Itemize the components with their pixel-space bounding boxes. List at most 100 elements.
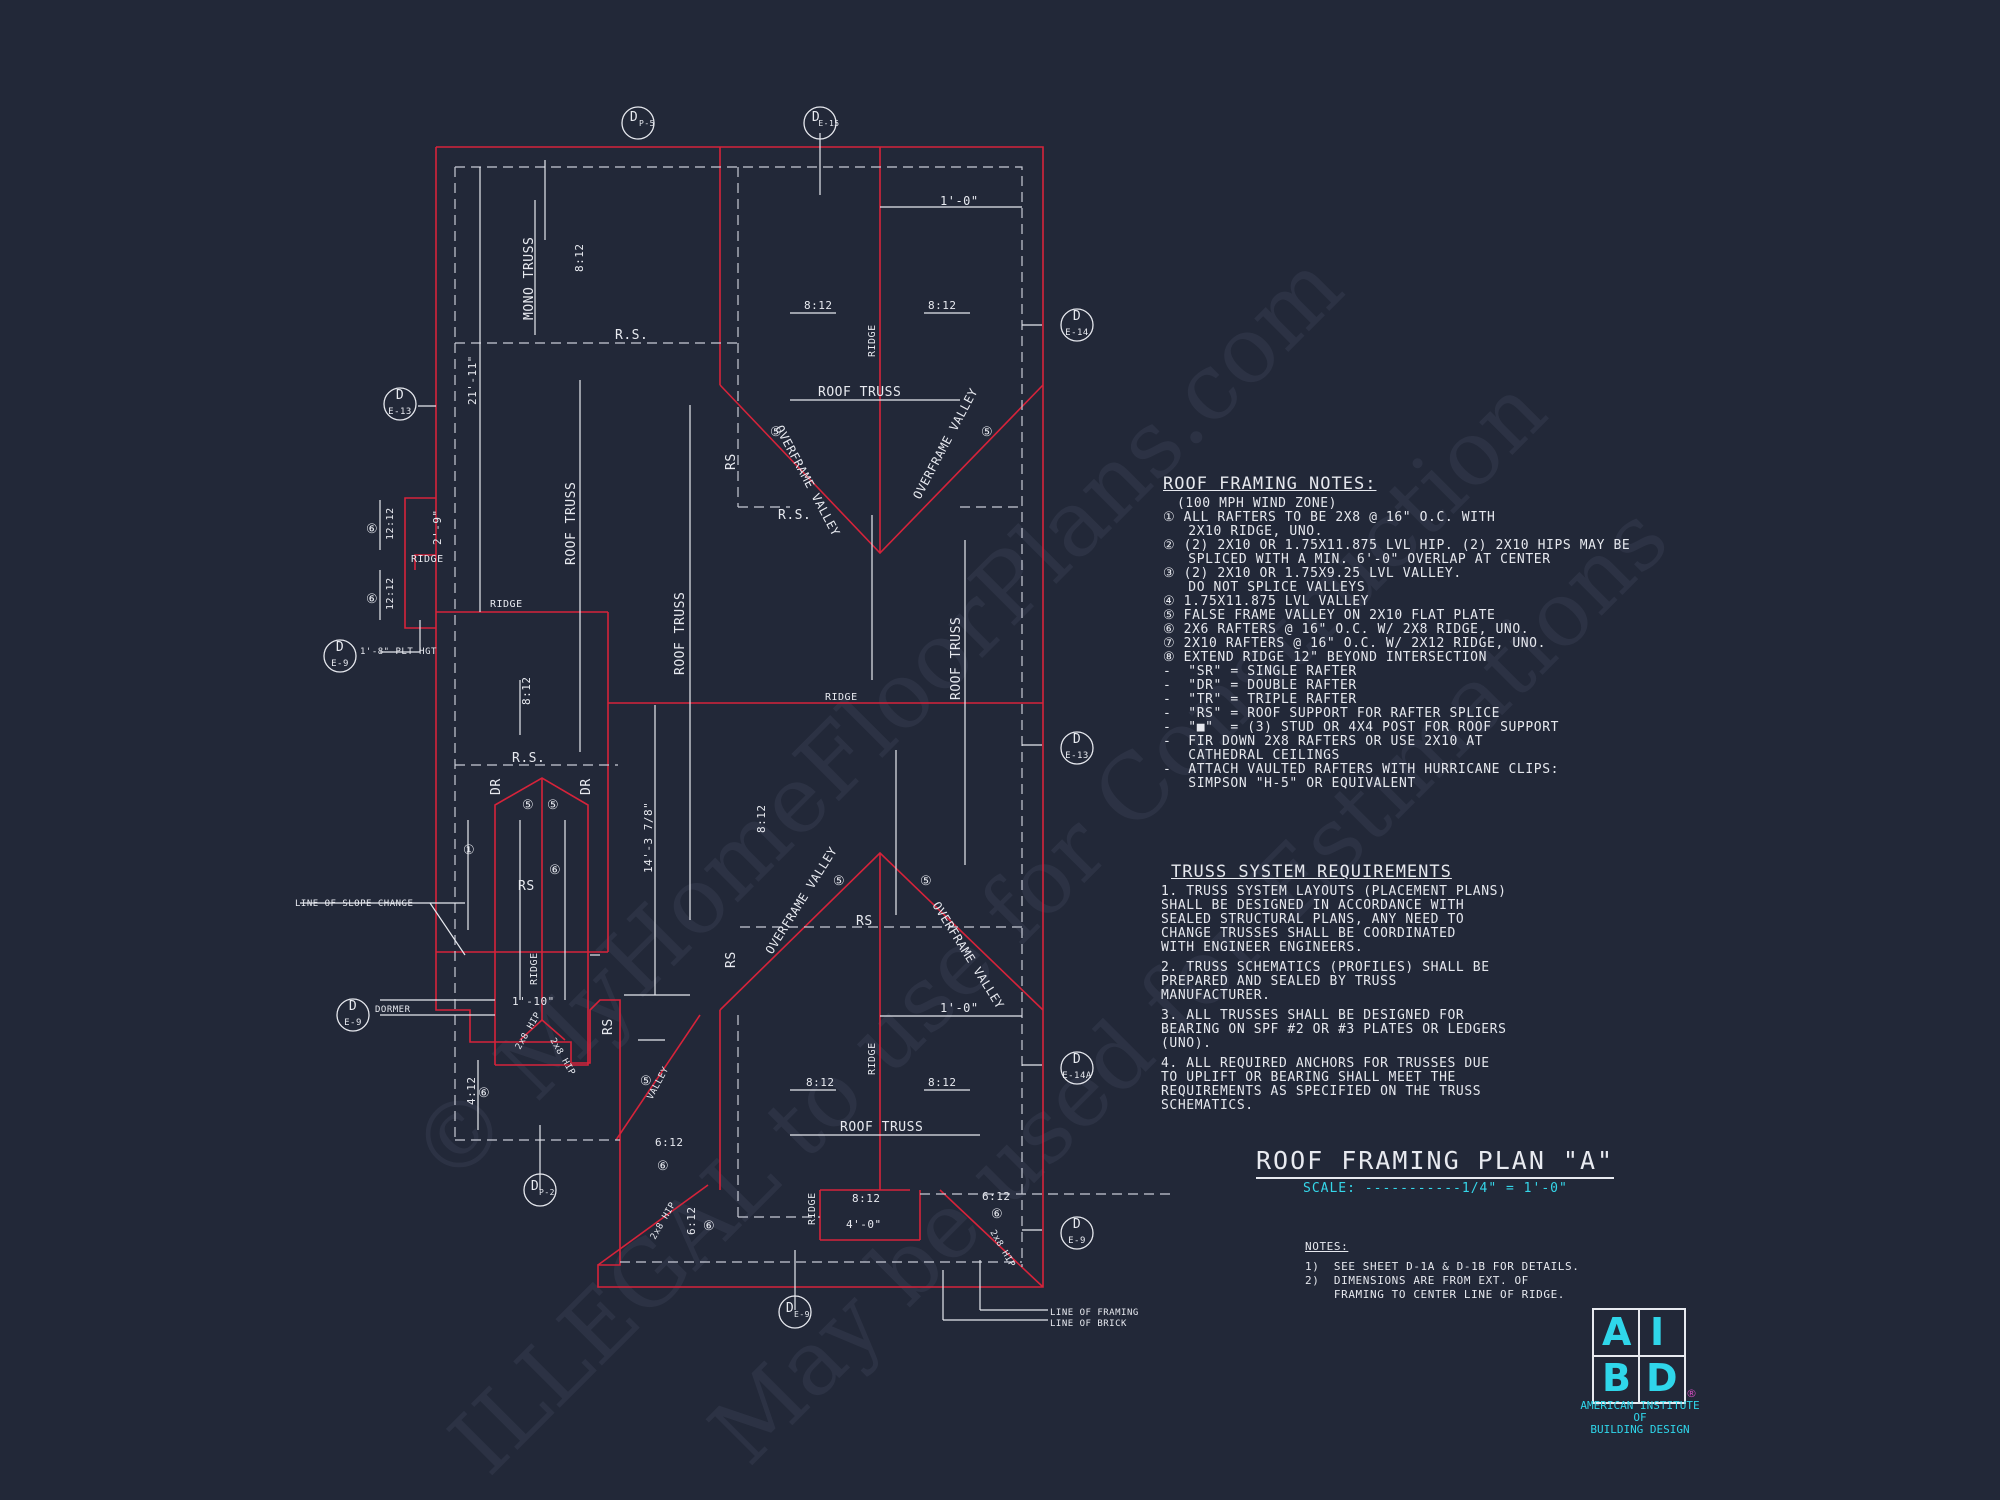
- marker-sheet: E-14A: [1062, 1071, 1092, 1081]
- framing-outline: [404, 146, 1044, 1288]
- label-roof-truss: ROOF TRUSS: [673, 592, 688, 675]
- section-marker-circles: [323, 106, 1094, 1329]
- marker-letter: D: [396, 388, 404, 403]
- logo-letter: B: [1602, 1356, 1631, 1400]
- label-rs: R.S.: [778, 508, 811, 523]
- label-rs-short: RS: [601, 1018, 616, 1035]
- dashed-lines: [454, 166, 1175, 1267]
- note-line: - "SR" = SINGLE RAFTER: [1163, 664, 1357, 679]
- roof-framing-notes: ROOF FRAMING NOTES:(100 MPH WIND ZONE)① …: [1163, 449, 1630, 819]
- note-line: - "■" = (3) STUD OR 4x4 POST FOR ROOF SU…: [1163, 720, 1560, 735]
- label-hip: 2x8 HIP: [514, 1011, 543, 1052]
- label-slope: 12:12: [385, 577, 396, 610]
- marker-letter: D: [630, 110, 638, 125]
- note-callout: ⑤: [522, 798, 534, 813]
- label-mono-truss: MONO TRUSS: [522, 237, 537, 320]
- label-rs: R.S.: [512, 751, 545, 766]
- plan-note-line: 2) DIMENSIONS ARE FROM EXT. OF: [1305, 1274, 1529, 1287]
- label-overframe-valley: OVERFRAME VALLEY: [910, 385, 981, 501]
- label-dr: DR: [579, 778, 594, 795]
- dimension-lines: [300, 133, 1048, 1321]
- label-rs-short: RS: [518, 879, 535, 894]
- note-line: ③ (2) 2x10 OR 1.75x9.25 LVL VALLEY.: [1163, 566, 1462, 581]
- note-line: 2x10 RIDGE, UNO.: [1163, 524, 1324, 539]
- plan-note-line: FRAMING TO CENTER LINE OF RIDGE.: [1305, 1288, 1566, 1301]
- note-callout: ⑥: [549, 863, 561, 878]
- note-callout: ⑤: [981, 425, 993, 440]
- truss-requirement: 2. TRUSS SCHEMATICS (PROFILES) SHALL BE …: [1161, 960, 1490, 1003]
- plan-scale: SCALE: -----------1/4" = 1'-0": [1303, 1181, 1568, 1196]
- truss-requirements-title: TRUSS SYSTEM REQUIREMENTS: [1171, 862, 1452, 882]
- label-dimension: 1'-0": [940, 194, 979, 208]
- marker-sheet: P-5: [639, 119, 655, 128]
- roof-framing-notes-title: ROOF FRAMING NOTES:: [1163, 474, 1377, 494]
- label-ridge: RIDGE: [867, 324, 878, 357]
- label-plt-hgt: 1'-8" PLT HGT: [360, 647, 437, 657]
- marker-sheet: E-13: [388, 407, 412, 417]
- label-ridge: RIDGE: [825, 692, 858, 703]
- marker-letter: D: [1073, 1217, 1081, 1232]
- label-overframe-valley: OVERFRAME VALLEY: [929, 899, 1007, 1011]
- note-callout: ①: [463, 843, 475, 858]
- label-overframe-valley: OVERFRAME VALLEY: [763, 844, 841, 956]
- truss-requirement: 3. ALL TRUSSES SHALL BE DESIGNED FOR BEA…: [1161, 1008, 1507, 1051]
- marker-sheet: E-9: [794, 1310, 810, 1319]
- note-line: ② (2) 2x10 OR 1.75x11.875 LVL HIP. (2) 2…: [1163, 538, 1631, 553]
- label-rs-short: RS: [724, 453, 739, 470]
- note-callout: ⑤: [547, 798, 559, 813]
- label-dr: DR: [489, 778, 504, 795]
- note-callout: ⑤: [640, 1074, 652, 1089]
- label-slope: 6:12: [655, 1136, 684, 1149]
- label-line-of-framing: LINE OF FRAMING: [1050, 1308, 1139, 1318]
- note-callout: ⑥: [703, 1219, 715, 1234]
- label-roof-truss: ROOF TRUSS: [564, 482, 579, 565]
- note-callout: ⑥: [478, 1086, 490, 1101]
- plan-notes-heading: NOTES:: [1305, 1240, 1349, 1253]
- label-dimension: 21'-11": [466, 355, 479, 405]
- marker-letter: D: [1073, 309, 1081, 324]
- marker-sheet: P-2: [539, 1188, 555, 1197]
- marker-sheet: E-13: [1065, 751, 1089, 761]
- label-dimension: 14'-3 7/8": [642, 802, 655, 873]
- note-callout: ⑤: [833, 874, 845, 889]
- note-line: DO NOT SPLICE VALLEYS: [1163, 580, 1366, 595]
- label-hip: 2x8 HIP: [987, 1229, 1016, 1270]
- note-line: CATHEDRAL CEILINGS: [1163, 748, 1340, 763]
- label-hip: 2x8 HIP: [649, 1201, 678, 1242]
- label-slope: 8:12: [852, 1192, 881, 1205]
- label-roof-truss: ROOF TRUSS: [818, 385, 901, 400]
- aibd-logo: A I B D: [1592, 1308, 1686, 1404]
- label-ridge: RIDGE: [867, 1042, 878, 1075]
- label-slope: 8:12: [928, 299, 957, 312]
- label-dimension: 4'-0": [846, 1218, 882, 1231]
- label-rs-short: RS: [856, 914, 873, 929]
- note-callout: ⑤: [770, 425, 782, 440]
- plan-note-line: 1) SEE SHEET D-1A & D-1B FOR DETAILS.: [1305, 1260, 1580, 1273]
- label-ridge: RIDGE: [490, 599, 523, 610]
- label-slope: 8:12: [520, 677, 533, 706]
- label-line-of-slope-change: LINE OF SLOPE CHANGE: [295, 899, 413, 909]
- note-line: - ATTACH VAULTED RAFTERS WITH HURRICANE …: [1163, 762, 1560, 777]
- note-callout: ⑥: [366, 522, 378, 537]
- label-rs-short: RS: [724, 951, 739, 968]
- logo-letter: D: [1646, 1356, 1678, 1400]
- note-line: ⑦ 2x10 RAFTERS @ 16" O.C. W/ 2x12 RIDGE,…: [1163, 636, 1547, 651]
- plan-title: ROOF FRAMING PLAN "A": [1256, 1146, 1615, 1179]
- label-dimension: 2'-9": [431, 509, 444, 545]
- label-dormer: DORMER: [375, 1005, 411, 1015]
- note-line: ④ 1.75x11.875 LVL VALLEY: [1163, 594, 1370, 609]
- logo-caption-line: OF: [1633, 1411, 1647, 1424]
- label-slope: 6:12: [982, 1190, 1011, 1203]
- marker-letter: D: [531, 1179, 539, 1194]
- logo-letter: I: [1650, 1310, 1665, 1354]
- marker-letter: D: [349, 999, 357, 1014]
- marker-letter: D: [1073, 1052, 1081, 1067]
- label-slope: 12:12: [385, 507, 396, 540]
- note-line: ① ALL RAFTERS TO BE 2x8 @ 16" O.C. WITH: [1163, 510, 1496, 525]
- label-line-of-brick: LINE OF BRICK: [1050, 1319, 1127, 1329]
- note-callout: ⑥: [657, 1159, 669, 1174]
- note-callout: ⑥: [366, 592, 378, 607]
- label-roof-truss: ROOF TRUSS: [840, 1120, 923, 1135]
